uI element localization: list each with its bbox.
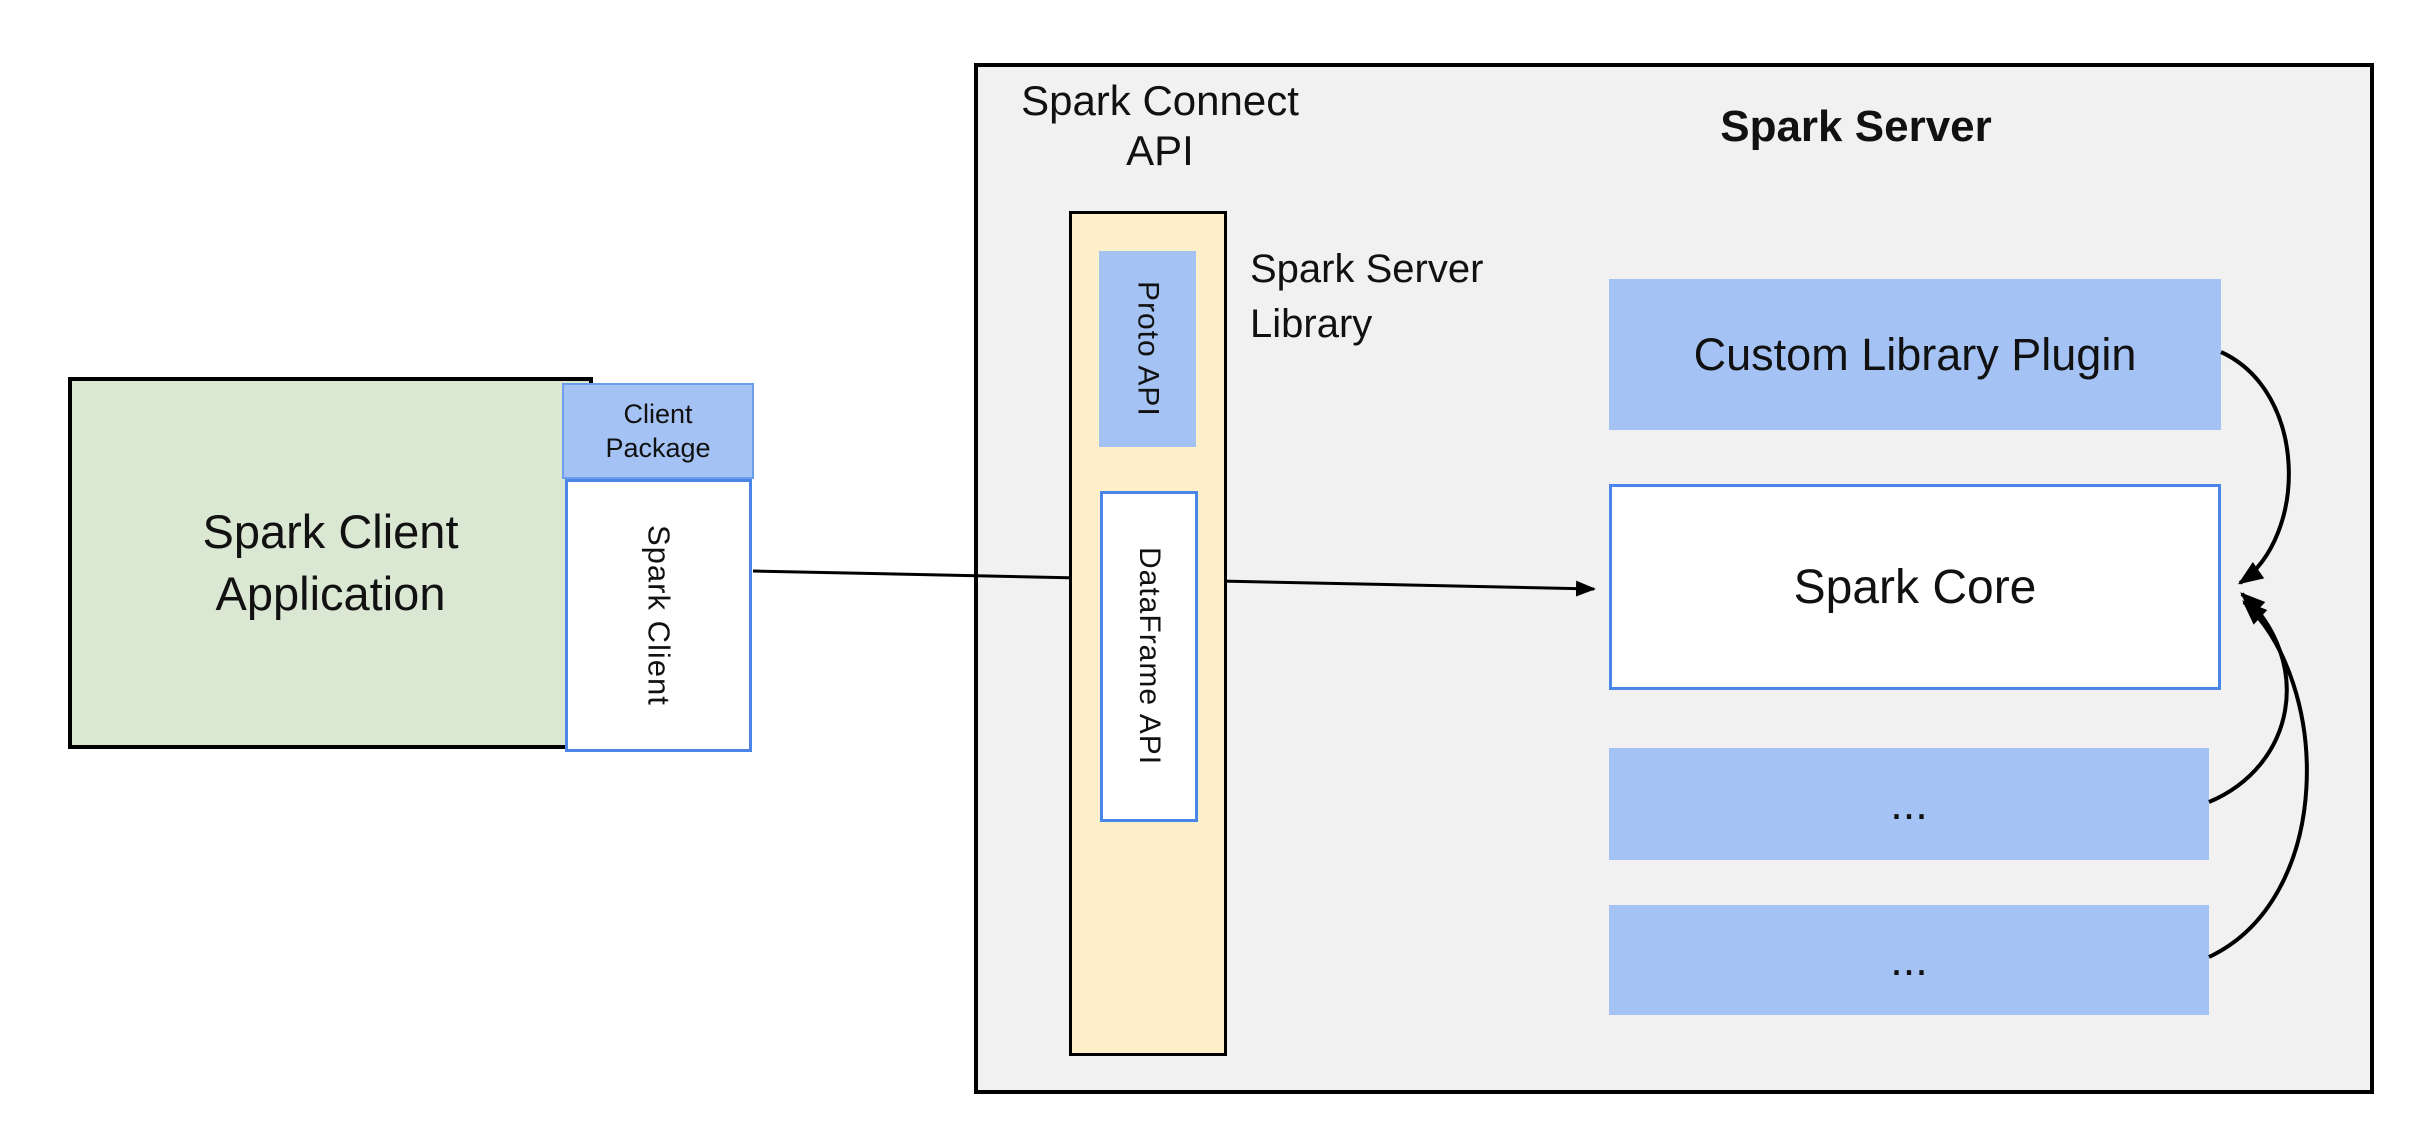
client-package-line2: Package	[605, 433, 711, 463]
spark-connect-api-title: Spark Connect API	[1000, 76, 1320, 176]
spark-server-library-line2: Library	[1250, 302, 1373, 346]
spark-core-label: Spark Core	[1793, 560, 2037, 614]
spark-server-title: Spark Server	[1720, 102, 1992, 151]
dataframe-api-label: DataFrame API	[1133, 547, 1166, 766]
spark-client-application-box: Spark Client Application	[68, 377, 593, 749]
client-package-box: Client Package	[562, 383, 754, 479]
spark-client-application-line2: Application	[215, 567, 446, 620]
ellipsis-box-2-label: ...	[1890, 934, 1928, 985]
spark-server-library-label: Spark Server Library	[1250, 242, 1590, 352]
ellipsis-box-1-label: ...	[1890, 778, 1928, 829]
spark-server-library-line1: Spark Server	[1250, 247, 1484, 291]
spark-connect-api-title-line2: API	[1126, 127, 1194, 174]
ellipsis-box-2: ...	[1609, 905, 2209, 1015]
custom-library-plugin-label: Custom Library Plugin	[1693, 328, 2137, 380]
proto-api-label: Proto API	[1131, 281, 1165, 417]
spark-client-box: Spark Client	[565, 479, 752, 752]
spark-connect-api-title-line1: Spark Connect	[1021, 77, 1299, 124]
ellipsis-box-1: ...	[1609, 748, 2209, 860]
spark-client-application-label: Spark Client Application	[72, 381, 589, 745]
custom-library-plugin-box: Custom Library Plugin	[1609, 279, 2221, 430]
dataframe-api-box: DataFrame API	[1100, 491, 1198, 822]
client-package-line1: Client	[623, 399, 693, 429]
spark-core-box: Spark Core	[1609, 484, 2221, 690]
spark-client-label: Spark Client	[641, 525, 677, 706]
proto-api-box: Proto API	[1099, 251, 1196, 447]
spark-client-application-line1: Spark Client	[202, 505, 459, 558]
